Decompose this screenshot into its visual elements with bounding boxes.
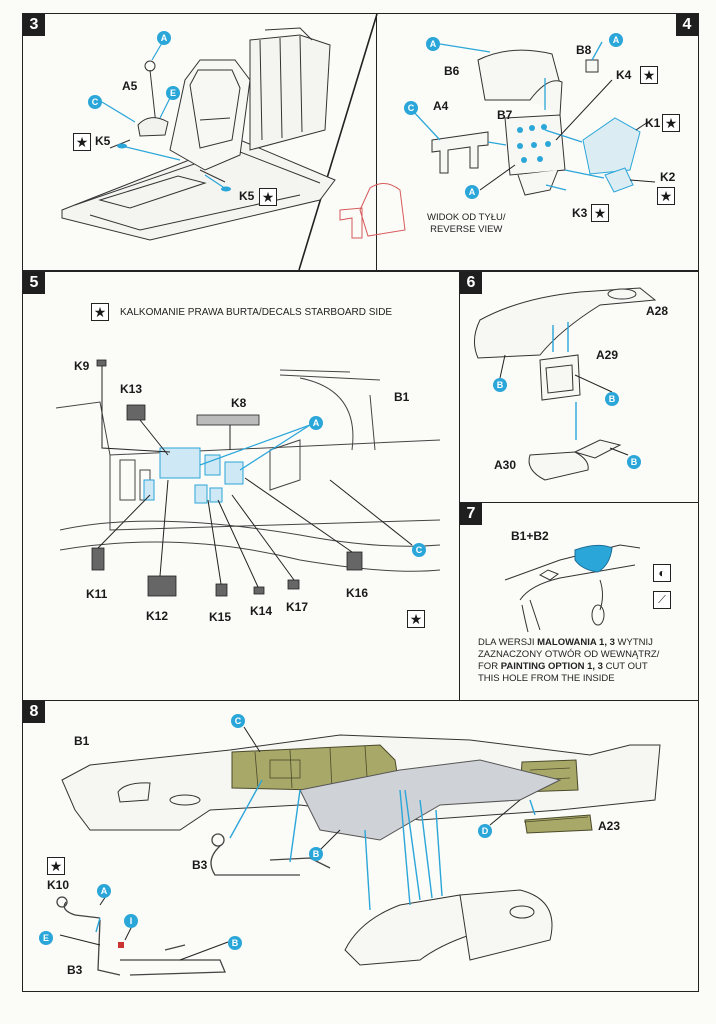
label-k11: K11 xyxy=(86,587,108,601)
label-b6: B6 xyxy=(444,64,460,78)
decal-star-icon: ★ xyxy=(640,66,658,84)
part-color-bubble-b: B xyxy=(493,378,507,392)
part-color-bubble-a: A xyxy=(609,33,623,47)
part-color-bubble-a: A xyxy=(465,185,479,199)
label-b1-b2: B1+B2 xyxy=(511,529,549,543)
label-a5: A5 xyxy=(122,79,138,93)
step-7-number: 7 xyxy=(460,503,482,525)
part-color-bubble-a: A xyxy=(309,416,323,430)
decal-star-icon: ★ xyxy=(73,133,91,151)
part-color-bubble-b: B xyxy=(228,936,242,950)
step-7-note-line-3: FOR PAINTING OPTION 1, 3 CUT OUT xyxy=(478,661,648,672)
step-7-note-line-4: THIS HOLE FROM THE INSIDE xyxy=(478,673,615,684)
step-4-number: 4 xyxy=(676,14,698,36)
step-5-header: KALKOMANIE PRAWA BURTA/DECALS STARBOARD … xyxy=(120,307,393,318)
part-color-bubble-b: B xyxy=(605,392,619,406)
cutting-knife-icon: ⟋ xyxy=(653,591,671,609)
label-a23: A23 xyxy=(598,819,621,833)
step-8-panel xyxy=(22,700,699,992)
decal-star-icon: ★ xyxy=(662,114,680,132)
part-color-bubble-i: I xyxy=(124,914,138,928)
label-a4: A4 xyxy=(433,99,449,113)
part-color-bubble-c: C xyxy=(231,714,245,728)
part-color-bubble-b: B xyxy=(309,847,323,861)
label-k17: K17 xyxy=(286,600,309,614)
part-color-bubble-a: A xyxy=(97,884,111,898)
part-color-bubble-b: B xyxy=(627,455,641,469)
step-3-number: 3 xyxy=(23,14,45,36)
label-k14: K14 xyxy=(250,604,273,618)
decal-star-icon: ★ xyxy=(657,187,675,205)
label-k2: K2 xyxy=(660,170,676,184)
step-4-panel xyxy=(22,13,699,271)
step-5-number: 5 xyxy=(23,272,45,294)
label-k16: K16 xyxy=(346,586,369,600)
label-k8: K8 xyxy=(231,396,247,410)
part-color-bubble-a: A xyxy=(426,37,440,51)
label-k3: K3 xyxy=(572,206,588,220)
part-color-bubble-e: E xyxy=(166,86,180,100)
label-a28: A28 xyxy=(646,304,669,318)
label-k5-right: K5 xyxy=(239,189,255,203)
decal-star-icon: ★ xyxy=(91,303,109,321)
part-color-bubble-c: C xyxy=(412,543,426,557)
label-b3-lower: B3 xyxy=(67,963,83,977)
part-color-bubble-d: D xyxy=(478,824,492,838)
step-7-note-line-2: ZAZNACZONY OTWÓR OD WEWNĄTRZ/ xyxy=(478,649,660,660)
step-7-instruction: DLA WERSJI MALOWANIA 1, 3 WYTNIJ ZAZNACZ… xyxy=(478,637,693,685)
label-a29: A29 xyxy=(596,348,619,362)
label-k5-left: K5 xyxy=(95,134,111,148)
label-k10: K10 xyxy=(47,878,70,892)
step-8-number: 8 xyxy=(23,701,45,723)
label-k13: K13 xyxy=(120,382,143,396)
step-6-number: 6 xyxy=(460,272,482,294)
label-b1: B1 xyxy=(74,734,90,748)
label-k15: K15 xyxy=(209,610,232,624)
reverse-view-line-2: REVERSE VIEW xyxy=(430,224,503,235)
reverse-view-line-1: WIDOK OD TYŁU/ xyxy=(427,212,506,223)
step-7-note-line-1: DLA WERSJI MALOWANIA 1, 3 WYTNIJ xyxy=(478,637,653,648)
decal-star-icon: ★ xyxy=(259,188,277,206)
part-color-bubble-a: A xyxy=(157,31,171,45)
label-a30: A30 xyxy=(494,458,517,472)
label-k12: K12 xyxy=(146,609,169,623)
part-color-bubble-e: E xyxy=(39,931,53,945)
label-k1: K1 xyxy=(645,116,661,130)
label-b8: B8 xyxy=(576,43,592,57)
decal-star-icon: ★ xyxy=(407,610,425,628)
decal-star-icon: ★ xyxy=(591,204,609,222)
label-k9: K9 xyxy=(74,359,90,373)
decal-star-icon: ★ xyxy=(47,857,65,875)
part-color-bubble-c: C xyxy=(88,95,102,109)
label-b3-upper: B3 xyxy=(192,858,208,872)
label-k4: K4 xyxy=(616,68,632,82)
label-b1: B1 xyxy=(394,390,410,404)
part-color-bubble-c: C xyxy=(404,101,418,115)
reverse-view-note: WIDOK OD TYŁU/ REVERSE VIEW xyxy=(427,212,505,236)
painting-option-contrast-icon: ◐ xyxy=(653,564,671,582)
label-b7: B7 xyxy=(497,108,513,122)
